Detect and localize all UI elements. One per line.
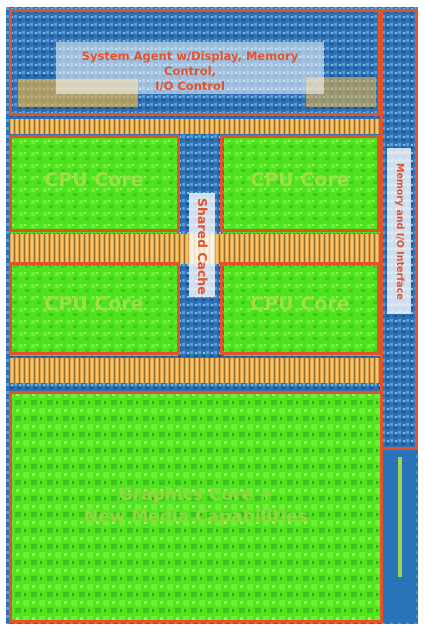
memory-io-label-background — [387, 148, 411, 314]
cpu-core-label-top-right: CPU Core — [250, 169, 350, 191]
cpu-core-label-bottom-left: CPU Core — [44, 293, 144, 315]
shared-cache-label-background — [189, 193, 215, 297]
shared-cache-label: Shared Cache — [195, 198, 210, 295]
memory-io-region — [380, 9, 418, 450]
system-agent-label-line1: System Agent w/Display, Memory Control, — [81, 49, 299, 78]
cpu-core-bottom-right-region — [220, 262, 380, 355]
graphics-region — [9, 391, 383, 623]
cpu-core-label-bottom-right: CPU Core — [250, 293, 350, 315]
cpu-core-bottom-left-region — [9, 262, 180, 355]
system-agent-label-line2: I/O Control — [155, 79, 225, 93]
graphics-label: Graphics Core + New Media Capabilities — [12, 484, 380, 528]
cpu-core-top-left-region — [9, 135, 180, 232]
system-agent-label: System Agent w/Display, Memory Control, … — [56, 49, 324, 94]
cpu-core-label-top-left: CPU Core — [44, 169, 144, 191]
graphics-label-line1: Graphics Core + — [118, 485, 274, 505]
cpu-core-top-right-region — [220, 135, 380, 232]
system-agent-region — [9, 9, 381, 116]
system-agent-label-background — [56, 42, 324, 94]
die-shot-background — [6, 7, 418, 624]
graphics-label-line2: New Media Capabilities — [83, 507, 309, 527]
memory-io-label: Memory and I/O Interface — [394, 162, 405, 300]
